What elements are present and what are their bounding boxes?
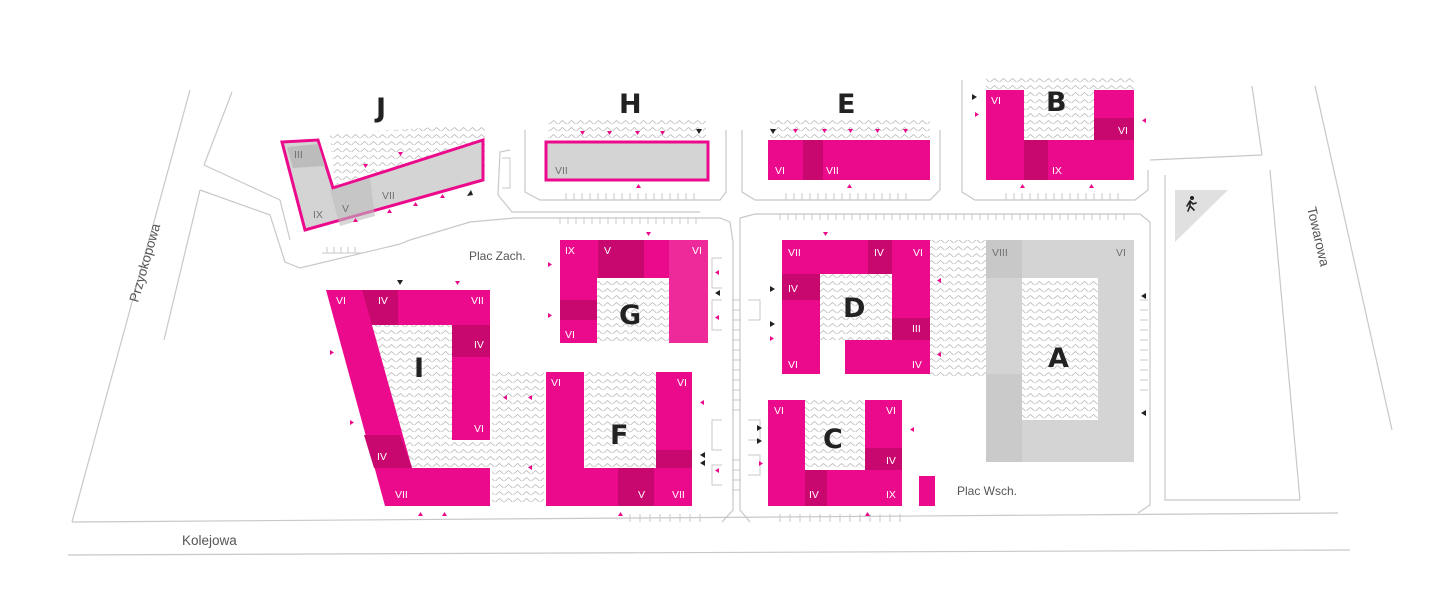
floor-label: IX bbox=[565, 245, 575, 257]
building-j[interactable]: III IX V VII bbox=[280, 137, 485, 232]
building-label-e: E bbox=[837, 89, 855, 120]
building-label-g: G bbox=[619, 300, 641, 331]
floor-label: VI bbox=[1118, 125, 1128, 137]
floor-label: IX bbox=[313, 209, 323, 221]
pedestrian-zone[interactable] bbox=[1175, 190, 1228, 242]
building-label-h: H bbox=[619, 89, 642, 120]
floor-label: VI bbox=[692, 245, 702, 257]
floor-label: VI bbox=[788, 359, 798, 371]
pedestrian-icon bbox=[1186, 196, 1197, 212]
floor-label: V bbox=[604, 245, 611, 257]
building-a[interactable]: VIII VI bbox=[986, 240, 1134, 462]
floor-label: IV bbox=[377, 451, 387, 463]
building-f[interactable]: VI VI V VII bbox=[546, 372, 692, 506]
floor-label: IX bbox=[886, 489, 896, 501]
building-label-a: A bbox=[1048, 343, 1069, 374]
street-label-towarowa: Towarowa bbox=[1304, 205, 1332, 268]
building-i[interactable]: VI IV VII IV VI IV VII bbox=[326, 290, 490, 506]
floor-label: VII bbox=[555, 165, 568, 177]
street-label-przykopowa: Przyokopowa bbox=[126, 221, 163, 304]
building-label-f: F bbox=[610, 420, 628, 451]
building-d[interactable]: VII IV VI IV III VI IV bbox=[782, 240, 930, 374]
floor-label: VI bbox=[774, 405, 784, 417]
floor-label: IV bbox=[874, 247, 884, 259]
floor-label: VI bbox=[775, 165, 785, 177]
floor-label: IV bbox=[474, 339, 484, 351]
floor-label: VI bbox=[1116, 247, 1126, 259]
floor-label: VII bbox=[826, 165, 839, 177]
floor-label: VIII bbox=[992, 247, 1008, 259]
building-c[interactable]: VI VI IV IV IX bbox=[768, 400, 935, 506]
building-label-b: B bbox=[1046, 87, 1067, 118]
floor-label: VII bbox=[382, 190, 395, 202]
floor-label: V bbox=[638, 489, 645, 501]
floor-label: IV bbox=[378, 295, 388, 307]
floor-label: VII bbox=[395, 489, 408, 501]
street-label-kolejowa: Kolejowa bbox=[182, 533, 237, 548]
square-label-east: Plac Wsch. bbox=[957, 484, 1017, 498]
building-label-i: I bbox=[414, 353, 424, 384]
floor-label: VI bbox=[474, 423, 484, 435]
floor-label: VI bbox=[991, 95, 1001, 107]
courtyards bbox=[330, 76, 1134, 504]
building-e[interactable]: VI VII bbox=[768, 140, 930, 180]
floor-label: VII bbox=[672, 489, 685, 501]
floor-label: IV bbox=[886, 455, 896, 467]
floor-label: V bbox=[342, 203, 349, 215]
floor-label: VII bbox=[788, 247, 801, 259]
floor-label: VI bbox=[886, 405, 896, 417]
entrance-markers bbox=[330, 94, 1146, 516]
road-outlines bbox=[67, 80, 1393, 556]
floor-label: III bbox=[294, 149, 303, 161]
floor-label: IV bbox=[912, 359, 922, 371]
floor-label: IV bbox=[788, 283, 798, 295]
square-label-west: Plac Zach. bbox=[469, 249, 526, 263]
floor-label: VI bbox=[336, 295, 346, 307]
building-label-c: C bbox=[823, 424, 843, 455]
floor-label: IX bbox=[1052, 165, 1062, 177]
building-b[interactable]: VI VI IX bbox=[986, 90, 1134, 180]
floor-label: VI bbox=[677, 377, 687, 389]
floor-label: VI bbox=[913, 247, 923, 259]
building-label-j: J bbox=[374, 93, 386, 124]
building-label-d: D bbox=[843, 293, 865, 324]
floor-label: IV bbox=[809, 489, 819, 501]
floor-label: VI bbox=[551, 377, 561, 389]
building-g[interactable]: IX V VI VI bbox=[560, 240, 708, 343]
building-h[interactable]: VII bbox=[544, 140, 710, 182]
floor-label: VII bbox=[471, 295, 484, 307]
floor-label: VI bbox=[565, 329, 575, 341]
parking-stubs bbox=[322, 157, 1148, 522]
floor-label: III bbox=[912, 323, 921, 335]
